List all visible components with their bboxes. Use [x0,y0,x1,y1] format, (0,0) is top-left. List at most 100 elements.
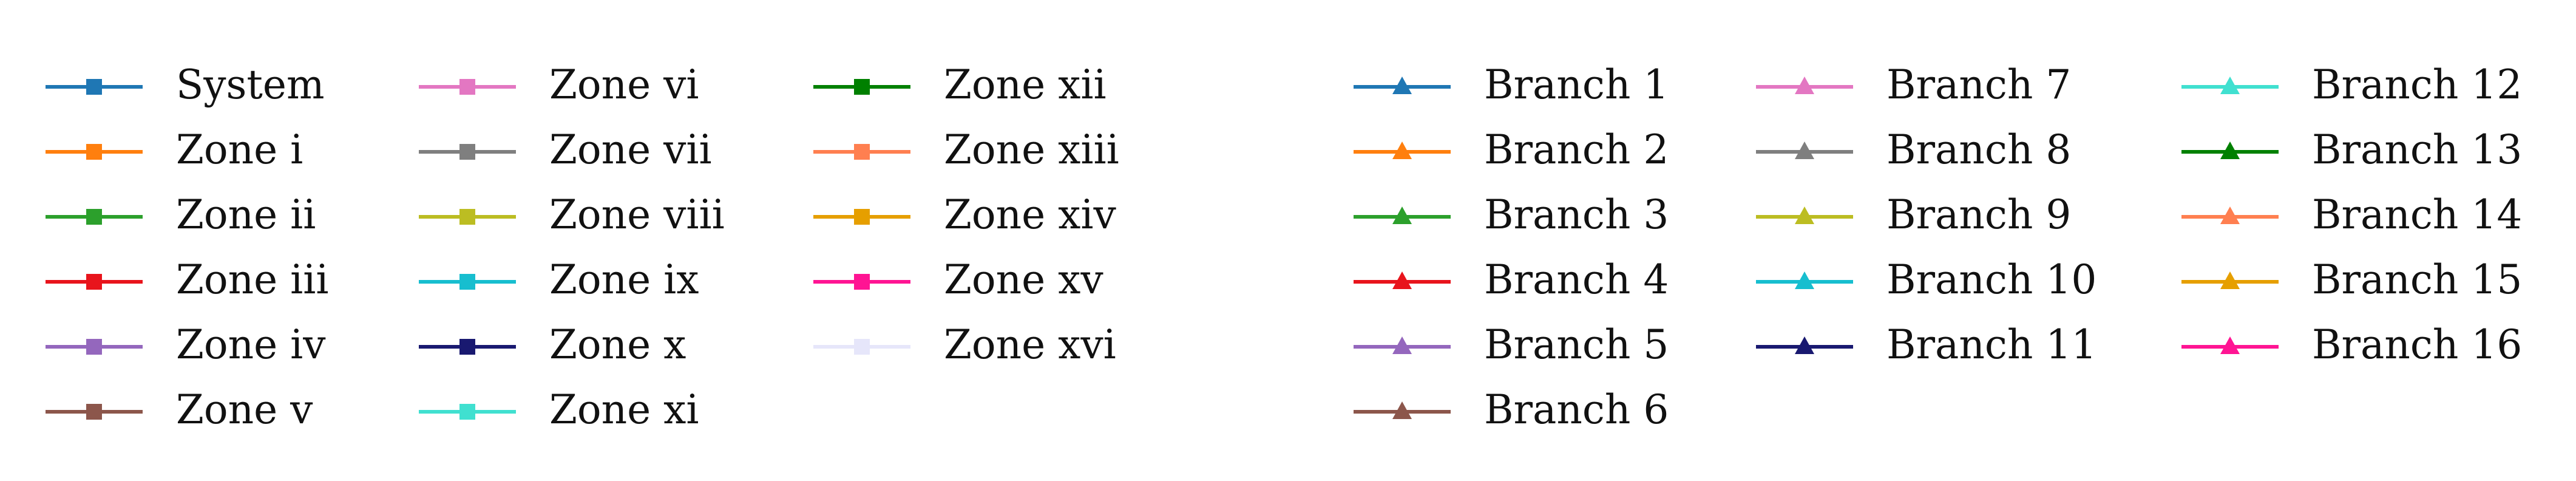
legend-marker-triangle-icon [1392,336,1412,354]
legend-marker-triangle-icon [2220,77,2240,94]
legend-marker-triangle-icon [1392,77,1412,94]
legend-label-branch-13: Branch 13 [2312,126,2522,173]
legend-label-zone-v: Zone v [176,386,313,433]
legend-entry-branch-3: Branch 3 [1354,191,1669,238]
legend-label-zone-iii: Zone iii [176,256,328,303]
legend-entry-branch-15: Branch 15 [2181,256,2522,303]
legend-marker-triangle-icon [1392,206,1412,224]
legend-marker-triangle-icon [1795,206,1814,224]
legend-label-branch-16: Branch 16 [2312,321,2522,368]
legend-entry-zone-xiv: Zone xiv [813,191,1116,238]
legend-entry-branch-10: Branch 10 [1756,256,2096,303]
legend-entry-zone-viii: Zone viii [419,191,725,238]
legend-marker-square-icon [459,404,475,420]
legend-marker-triangle-icon [1795,142,1814,159]
legend-label-zone-xii: Zone xii [944,61,1107,108]
legend-entry-zone-iv: Zone iv [46,321,326,368]
legend-label-zone-ii: Zone ii [176,191,316,238]
legend-marker-square-icon [86,274,102,290]
legend-label-zone-iv: Zone iv [176,321,326,368]
legend-label-zone-vii: Zone vii [549,126,712,173]
legend-marker-triangle-icon [2220,142,2240,159]
legend-marker-triangle-icon [1795,77,1814,94]
legend-label-zone-xi: Zone xi [549,386,699,433]
legend-marker-square-icon [86,79,102,95]
legend-marker-triangle-icon [1392,271,1412,289]
legend-marker-square-icon [86,144,102,160]
legend-label-branch-9: Branch 9 [1886,191,2071,238]
legend-label-zone-xiii: Zone xiii [944,126,1119,173]
legend-entry-zone-vii: Zone vii [419,126,712,173]
legend-entry-zone-v: Zone v [46,386,313,433]
legend-entry-zone-xvi: Zone xvi [813,321,1116,368]
legend-label-branch-10: Branch 10 [1886,256,2096,303]
legend-marker-triangle-icon [2220,336,2240,354]
legend-entry-zone-xii: Zone xii [813,61,1107,108]
legend-label-zone-ix: Zone ix [549,256,699,303]
legend-marker-square-icon [86,339,102,355]
legend-entry-system: System [46,61,325,108]
legend-label-zone-x: Zone x [549,321,686,368]
legend-marker-square-icon [459,274,475,290]
legend-entry-branch-13: Branch 13 [2181,126,2522,173]
legend-marker-triangle-icon [2220,206,2240,224]
legend-entry-branch-16: Branch 16 [2181,321,2522,368]
legend-label-branch-15: Branch 15 [2312,256,2522,303]
legend-label-branch-2: Branch 2 [1484,126,1669,173]
legend-label-zone-i: Zone i [176,126,303,173]
legend-marker-triangle-icon [1392,142,1412,159]
legend-marker-square-icon [854,79,870,95]
legend-entry-zone-vi: Zone vi [419,61,699,108]
legend-marker-square-icon [459,209,475,225]
legend-entry-zone-iii: Zone iii [46,256,328,303]
legend-marker-square-icon [86,209,102,225]
legend-marker-triangle-icon [1795,271,1814,289]
legend-entry-branch-1: Branch 1 [1354,61,1669,108]
legend-entry-zone-xiii: Zone xiii [813,126,1119,173]
legend-marker-square-icon [86,404,102,420]
legend-entry-branch-6: Branch 6 [1354,386,1669,433]
legend-marker-square-icon [854,144,870,160]
branch-legend: Branch 1 Branch 2 Branch 3 Branch 4 Branch 5… [1354,61,2522,433]
legend-label-system: System [176,61,325,108]
legend-label-branch-7: Branch 7 [1886,61,2071,108]
legend-entry-branch-14: Branch 14 [2181,191,2522,238]
legend-marker-square-icon [459,339,475,355]
legend-label-branch-4: Branch 4 [1484,256,1669,303]
legend-entry-zone-xi: Zone xi [419,386,699,433]
legend-marker-square-icon [854,209,870,225]
legend-entry-zone-x: Zone x [419,321,686,368]
legend-marker-square-icon [854,274,870,290]
legend-label-branch-6: Branch 6 [1484,386,1669,433]
legend-label-branch-1: Branch 1 [1484,61,1669,108]
legend-entry-branch-9: Branch 9 [1756,191,2071,238]
legend-entry-branch-11: Branch 11 [1756,321,2096,368]
legend-label-branch-8: Branch 8 [1886,126,2071,173]
legend-marker-square-icon [854,339,870,355]
legend-entry-branch-2: Branch 2 [1354,126,1669,173]
legend-entry-branch-5: Branch 5 [1354,321,1669,368]
legend-label-zone-viii: Zone viii [549,191,725,238]
legend-entry-branch-7: Branch 7 [1756,61,2071,108]
legend-marker-triangle-icon [2220,271,2240,289]
legend-label-branch-12: Branch 12 [2312,61,2522,108]
legend-entry-zone-i: Zone i [46,126,303,173]
legend-marker-square-icon [459,79,475,95]
legend-marker-triangle-icon [1795,336,1814,354]
legend-label-zone-xvi: Zone xvi [944,321,1116,368]
legend-entry-branch-8: Branch 8 [1756,126,2071,173]
legend-label-branch-5: Branch 5 [1484,321,1669,368]
legend-label-branch-3: Branch 3 [1484,191,1669,238]
legend-label-zone-xiv: Zone xiv [944,191,1116,238]
legend-entry-branch-12: Branch 12 [2181,61,2522,108]
legend-label-branch-11: Branch 11 [1886,321,2096,368]
legend-marker-triangle-icon [1392,401,1412,419]
legend-entry-zone-xv: Zone xv [813,256,1103,303]
legend-label-zone-xv: Zone xv [944,256,1103,303]
legend-marker-square-icon [459,144,475,160]
legend-entry-zone-ix: Zone ix [419,256,699,303]
legend-entry-branch-4: Branch 4 [1354,256,1669,303]
legend-entry-zone-ii: Zone ii [46,191,316,238]
